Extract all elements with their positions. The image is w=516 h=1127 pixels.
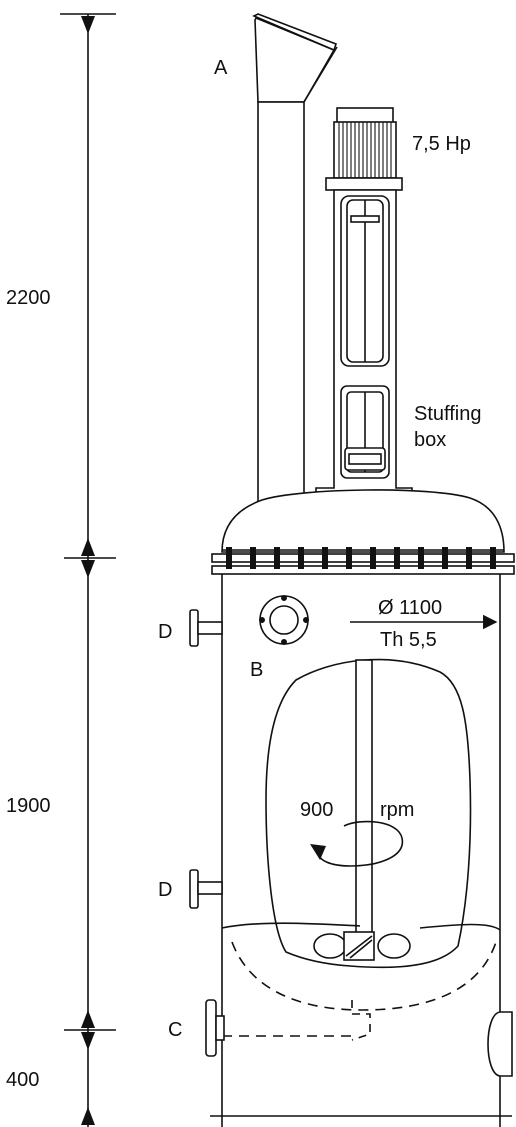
rotation-arrowhead	[310, 844, 326, 860]
dimension-bottom-label: 400	[6, 1069, 39, 1091]
stuffing-box-label-line2: box	[414, 429, 446, 451]
nozzle-upper-label: D	[158, 621, 172, 643]
thickness-label: Th 5,5	[380, 629, 437, 651]
dimension-top-label: 2200	[6, 287, 51, 309]
speed-value-label: 900	[300, 799, 333, 821]
stuffing-box-label-line1: Stuffing	[414, 403, 481, 425]
rotation-arrow	[317, 820, 404, 867]
nozzle-lower-label: D	[158, 879, 172, 901]
side-nozzle-upper	[189, 609, 223, 647]
top-head	[211, 489, 515, 575]
drive-column	[315, 189, 413, 493]
dimension-middle-label: 1900	[6, 795, 51, 817]
speed-unit-label: rpm	[380, 799, 414, 821]
manhole-label: B	[250, 659, 263, 681]
motor	[325, 107, 403, 191]
side-nozzle-lower	[189, 869, 223, 909]
bottom-head	[221, 922, 501, 1041]
dimension-lines	[60, 13, 116, 1127]
agitator-shaft	[355, 659, 373, 937]
manhole	[258, 594, 309, 645]
skirt-handhole	[487, 1011, 513, 1077]
flange-bolts	[226, 547, 496, 569]
feed-hopper	[252, 13, 338, 503]
bottom-outlet	[205, 999, 225, 1057]
motor-power-label: 7,5 Hp	[412, 133, 471, 155]
hopper-label: A	[214, 57, 228, 79]
impeller	[313, 931, 411, 961]
bottom-outlet-label: C	[168, 1019, 182, 1041]
diameter-label: Ø 1100	[378, 597, 442, 619]
